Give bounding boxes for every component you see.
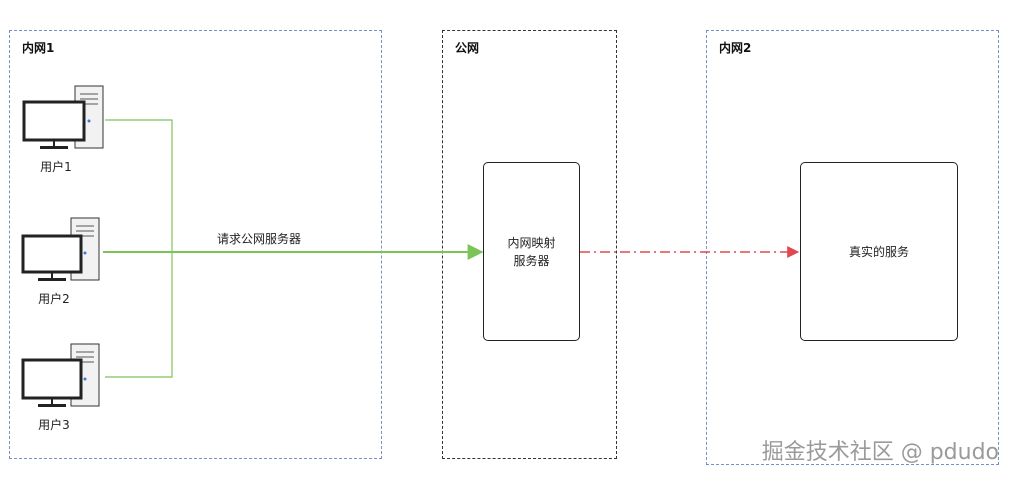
zone-intranet1-title: 内网1 [22,41,55,55]
mapping-server-box: 内网映射 服务器 [483,162,580,341]
edge-user3 [105,252,173,378]
zone-intranet2: 内网2 [706,30,999,465]
user-1-label: 用户1 [40,160,72,174]
mapping-server-line1: 内网映射 [507,235,556,250]
edge-user1 [105,119,173,252]
edge-label-request: 请求公网服务器 [215,230,304,247]
zone-public-title: 公网 [455,41,480,55]
watermark: 掘金技术社区 @ pdudo [761,440,999,465]
real-service-label: 真实的服务 [848,244,909,259]
user-2-label: 用户2 [38,292,70,306]
computer-icon [21,217,100,281]
user-1: 用户1 [22,84,112,174]
user-3-label: 用户3 [38,418,70,432]
zone-intranet1: 内网1 [9,30,382,459]
zone-intranet2-title: 内网2 [719,41,752,55]
real-service-box: 真实的服务 [800,162,958,341]
zone-public: 公网 [442,30,617,459]
user-3: 用户3 [20,342,110,432]
mapping-server-line2: 服务器 [513,253,550,268]
computer-icon [22,85,104,149]
computer-icon [21,343,100,407]
user-2: 用户2 [20,216,110,306]
